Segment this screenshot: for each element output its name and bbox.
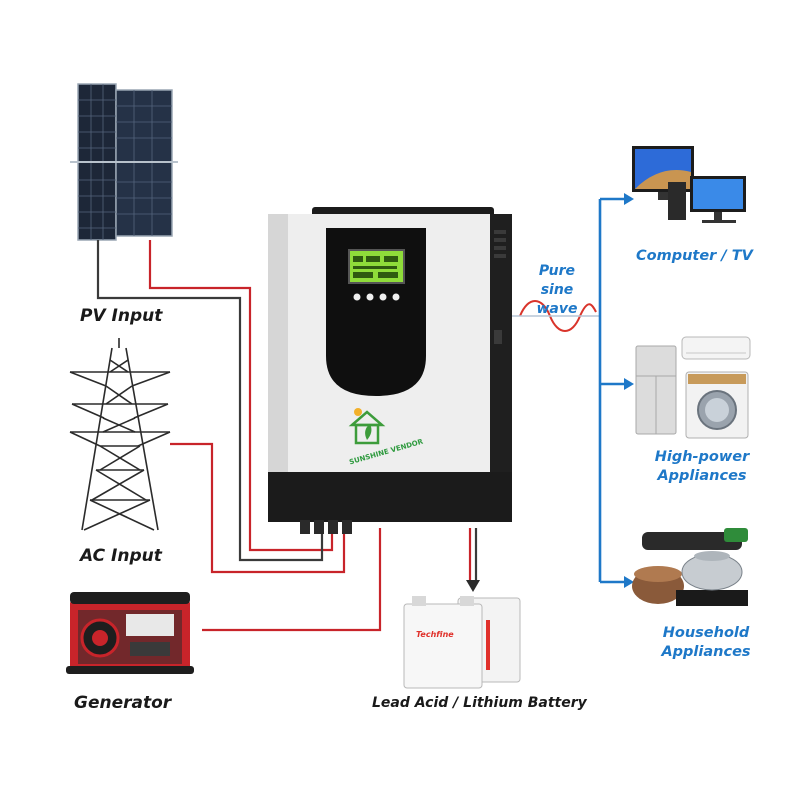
computer-tv-label: Computer / TV	[636, 248, 753, 264]
computer-tv-icon	[632, 146, 746, 223]
wiring	[96, 240, 480, 632]
household-label-line2: Appliances	[661, 644, 751, 660]
inverter-button-2	[366, 293, 374, 301]
battery-brand: Techfine	[416, 630, 454, 639]
household-label: Household Appliances	[656, 624, 756, 662]
pv-input-label: PV Input	[80, 306, 163, 326]
pv-red-wire	[148, 240, 334, 552]
output-bus	[598, 193, 634, 588]
high-power-label: High-power Appliances	[652, 448, 752, 486]
sine-wave-label: Pure sine wave	[518, 262, 596, 319]
battery-arrow	[466, 580, 480, 592]
power-tower-icon	[69, 338, 171, 531]
ac-red-wire	[170, 442, 346, 574]
generator-red-wire	[202, 528, 382, 632]
inverter-button-4	[392, 293, 400, 301]
generator-label: Generator	[74, 693, 172, 713]
battery-label: Lead Acid / Lithium Battery	[372, 695, 587, 711]
inverter-button-1	[353, 293, 361, 301]
inverter-button-3	[379, 293, 387, 301]
battery-icon	[403, 596, 521, 689]
high-power-label-line1: High-power	[654, 449, 750, 465]
house-logo-icon	[348, 408, 386, 445]
household-appliances-icon	[632, 528, 748, 606]
sine-wave	[512, 300, 600, 332]
pv-black-wire	[96, 240, 324, 562]
solar-panel-icon	[70, 83, 178, 241]
sine-wave-label-line2: sine wave	[536, 282, 578, 317]
generator-icon	[66, 592, 194, 674]
inverter	[268, 207, 512, 534]
high-power-label-line2: Appliances	[657, 468, 747, 484]
household-label-line1: Household	[662, 625, 750, 641]
ac-input-label: AC Input	[80, 546, 162, 566]
high-power-appliances-icon	[635, 336, 751, 439]
sine-wave-label-line1: Pure	[538, 263, 576, 279]
